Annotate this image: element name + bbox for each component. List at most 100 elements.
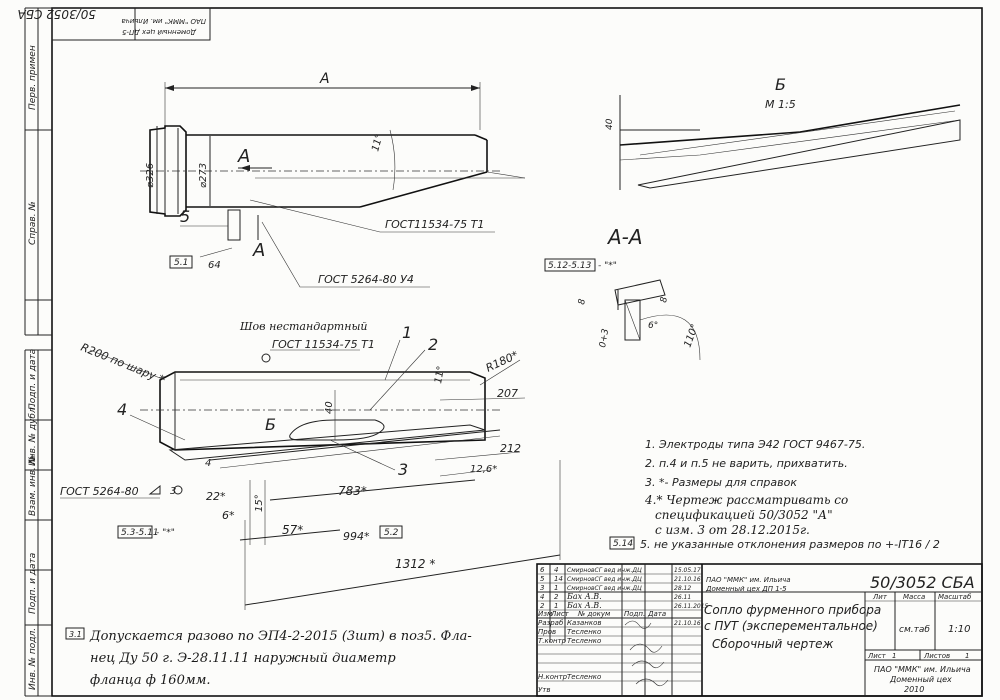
corner-stamp-code: 50/3052 СБА — [18, 7, 97, 21]
tb-scale-h: Масштаб — [938, 593, 972, 601]
head-sign: Подп. — [624, 610, 645, 618]
tb-sheet-v: 1 — [892, 652, 896, 660]
tb-mass-h: Масса — [903, 593, 925, 601]
handwritten-note-31: 3.1 Допускается разово по ЭП4-2-2015 (3ш… — [65, 627, 472, 688]
main-ref-53: 5.3-5.11 — [121, 528, 159, 538]
main-ref-53-note: - "*" — [156, 528, 175, 538]
main-dim-22: 22* — [206, 490, 226, 503]
chg-list-2: 14 — [554, 575, 563, 583]
main-part-3: 3 — [398, 460, 408, 479]
role-3: Т.контр — [538, 637, 567, 645]
main-dim-15: 15° — [254, 494, 265, 512]
tb-title-3: Сборочный чертеж — [712, 637, 834, 651]
role-name-5: Тесленко — [567, 673, 601, 681]
main-dim-57: 57* — [282, 523, 303, 537]
role-name-1: Казанков — [567, 619, 601, 627]
tb-scale-v: 1:10 — [948, 624, 970, 635]
main-label-b: Б — [265, 415, 276, 434]
chg-doc-5: Бах А.В. — [566, 601, 602, 610]
corner-stamp-line2: Доменный цех ДП-5 — [122, 28, 197, 36]
top-ref-51: 5.1 — [174, 258, 188, 268]
chg-list-1: 4 — [554, 566, 558, 574]
corner-stamp-line1: ПАО "ММК" им. Ильича — [121, 17, 206, 25]
top-angle: 11° — [370, 133, 385, 153]
chg-date-3: 28.12 — [674, 585, 691, 592]
chg-date-2: 21.10.16 — [674, 576, 701, 583]
main-dim-783: 783* — [338, 484, 367, 498]
note-5: 5. не указанные отклонения размеров по +… — [640, 538, 940, 551]
main-weld-3: 3 — [170, 486, 176, 497]
note31-line3: фланца ф 160мм. — [90, 673, 211, 688]
note-4-line1: 4.* Чертеж рассматривать со — [644, 493, 848, 507]
chg-list-3: 1 — [554, 584, 558, 592]
margin-label-2: Справ. № — [28, 201, 38, 245]
tb-title-1: Сопло фурменного прибора — [704, 603, 881, 617]
head-list: Лист — [550, 610, 570, 618]
section-aa-ref: 5.12-5.13 — [548, 261, 592, 271]
margin-label-1: Перв. примен — [28, 45, 38, 110]
margin-label-6: Подп. и дата — [28, 553, 38, 614]
role-1: Разраб — [538, 619, 564, 627]
main-gost-5264: ГОСТ 5264-80 — [60, 485, 139, 498]
role-5: Н.контр — [538, 673, 568, 681]
note-4-line3: с изм. 3 от 28.12.2015г. — [655, 523, 810, 537]
note31-ref: 3.1 — [69, 630, 82, 639]
head-date: Дата — [647, 610, 666, 618]
technical-notes: 1. Электроды типа Э42 ГОСТ 9467-75. 2. п… — [609, 438, 940, 551]
tb-year: 2010 — [904, 685, 924, 694]
main-gost-weld: ГОСТ 11534-75 Т1 — [272, 338, 375, 351]
role-date-1: 21.10.16 — [674, 620, 701, 627]
section-aa-dim-110: 110° — [682, 323, 701, 349]
chg-izm-4: 4 — [540, 593, 544, 601]
main-dim-994: 994* — [343, 530, 370, 543]
tb-title-2: с ПУТ (эксперементальное) — [704, 619, 878, 633]
top-gost-5264: ГОСТ 5264-80 У4 — [318, 273, 414, 286]
margin-label-3: Подп. и дата — [28, 349, 38, 410]
chg-izm-5: 2 — [540, 602, 545, 610]
main-r180: R180* — [484, 348, 521, 374]
note-1: 1. Электроды типа Э42 ГОСТ 9467-75. — [645, 438, 865, 451]
section-aa-dim-03: 0+3 — [598, 328, 611, 349]
chg-doc-1: СмирновСГ вед инж.ДЦ — [567, 567, 642, 574]
chg-date-1: 15.05.17 — [674, 567, 701, 574]
main-dim-6: 6* — [222, 509, 235, 522]
note-2: 2. п.4 и п.5 не варить, прихватить. — [645, 457, 848, 470]
top-dia-273: ⌀273 — [198, 163, 209, 188]
tb-lit-h: Лит — [872, 593, 888, 601]
margin-label-4: Инв. № дубл. — [28, 404, 38, 466]
main-handwritten-top: Шов нестандартный — [239, 320, 368, 333]
main-dim-212: 212 — [500, 442, 521, 455]
main-dim-207: 207 — [497, 387, 518, 400]
margin-strip: Перв. примен Справ. № Подп. и дата Инв. … — [24, 7, 52, 697]
top-dim-a: А — [319, 71, 330, 87]
top-section-a: А — [237, 146, 250, 167]
chg-date-4: 26.11 — [674, 594, 691, 601]
corner-stamp: 50/3052 СБА ПАО "ММК" им. Ильича Доменны… — [18, 7, 211, 41]
top-gost-weld: ГОСТ11534-75 Т1 — [385, 218, 484, 231]
main-dim-4: 4 — [205, 458, 211, 469]
main-part-4: 4 — [117, 400, 127, 419]
section-aa-dim-6: 6° — [648, 321, 658, 331]
view-b: Б М 1:5 40 — [605, 75, 961, 190]
top-dia-326: ⌀326 — [145, 163, 156, 188]
role-6: Утв — [538, 686, 550, 694]
chg-doc-2: СмирновСГ вед инж.ДЦ — [567, 576, 642, 583]
tb-mass-v: см.таб — [899, 625, 930, 635]
margin-label-5: Взам. инв. № — [28, 455, 38, 516]
note-ref-514: 5.14 — [613, 539, 633, 549]
top-section-a-low: А — [252, 240, 265, 261]
chg-izm-2: 5 — [540, 575, 545, 583]
view-b-dim-40: 40 — [605, 118, 615, 130]
note-4-line2: спецификацией 50/3052 "А" — [655, 508, 833, 522]
tb-sheets-h: Листов — [923, 652, 950, 660]
view-b-title: Б — [775, 75, 786, 94]
section-aa-dim-8b: 8 — [659, 296, 670, 304]
tb-org-bottom-2: Доменный цех — [889, 675, 952, 684]
tb-doc-code: 50/3052 СБА — [870, 573, 975, 592]
role-name-3: Тесленко — [567, 637, 601, 645]
note31-line1: Допускается разово по ЭП4-2-2015 (3шт) в… — [89, 629, 472, 644]
top-part-5: 5 — [180, 207, 190, 226]
margin-label-7: Инв. № подл. — [28, 628, 38, 690]
